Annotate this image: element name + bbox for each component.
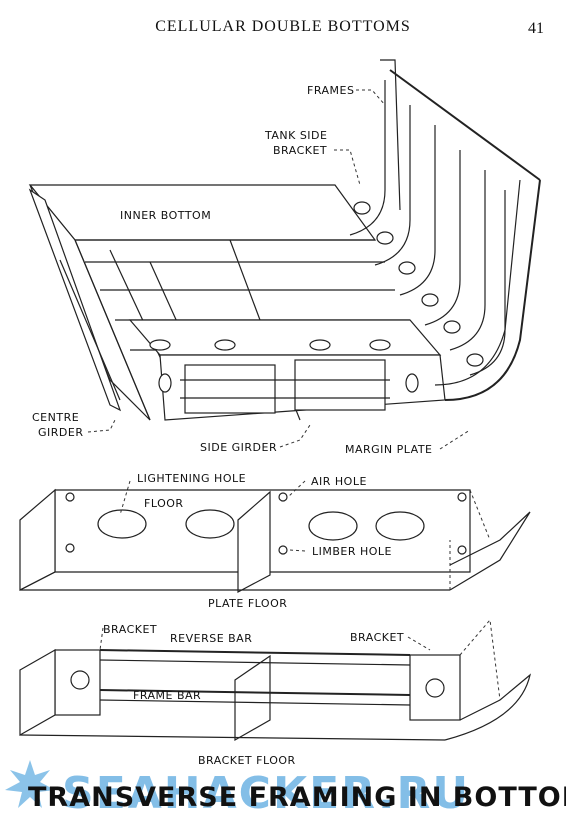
label-bracket-floor: BRACKET FLOOR <box>198 754 296 767</box>
label-margin-plate: MARGIN PLATE <box>345 443 433 456</box>
label-bracket-left: BRACKET <box>103 623 157 636</box>
label-limber-hole: LIMBER HOLE <box>312 545 392 558</box>
label-lightening-hole: LIGHTENING HOLE <box>137 472 246 485</box>
label-centre-girder-line1: CENTRE <box>32 411 79 424</box>
watermark-logo: SEAHACKER.RU <box>5 760 470 819</box>
bracket-floor-drawing <box>19 618 531 742</box>
label-reverse-bar: REVERSE BAR <box>170 632 252 645</box>
label-plate-floor: PLATE FLOOR <box>208 597 287 610</box>
plate-floor-drawing <box>19 480 531 593</box>
label-air-hole: AIR HOLE <box>311 475 367 488</box>
label-centre-girder-line2: GIRDER <box>38 426 83 439</box>
watermark-text: SEAHACKER.RU <box>62 768 470 819</box>
label-tank-side-bracket-line1: TANK SIDE <box>264 129 327 142</box>
label-inner-bottom: INNER BOTTOM <box>120 209 211 222</box>
frames-group <box>349 80 506 376</box>
label-side-girder: SIDE GIRDER <box>200 441 277 454</box>
label-tank-side-bracket-line2: BRACKET <box>273 144 327 157</box>
label-frame-bar: FRAME BAR <box>133 689 201 702</box>
label-floor: FLOOR <box>144 497 184 510</box>
label-frames: FRAMES <box>307 84 354 97</box>
page-number: 41 <box>528 20 544 37</box>
label-bracket-right: BRACKET <box>350 631 404 644</box>
figure-caption: TRANSVERSE FRAMING IN BOTTOM <box>28 782 566 813</box>
page-header-title: CELLULAR DOUBLE BOTTOMS <box>155 18 411 35</box>
upper-structure-drawing <box>28 59 541 450</box>
margin-plate-curve <box>444 179 541 401</box>
